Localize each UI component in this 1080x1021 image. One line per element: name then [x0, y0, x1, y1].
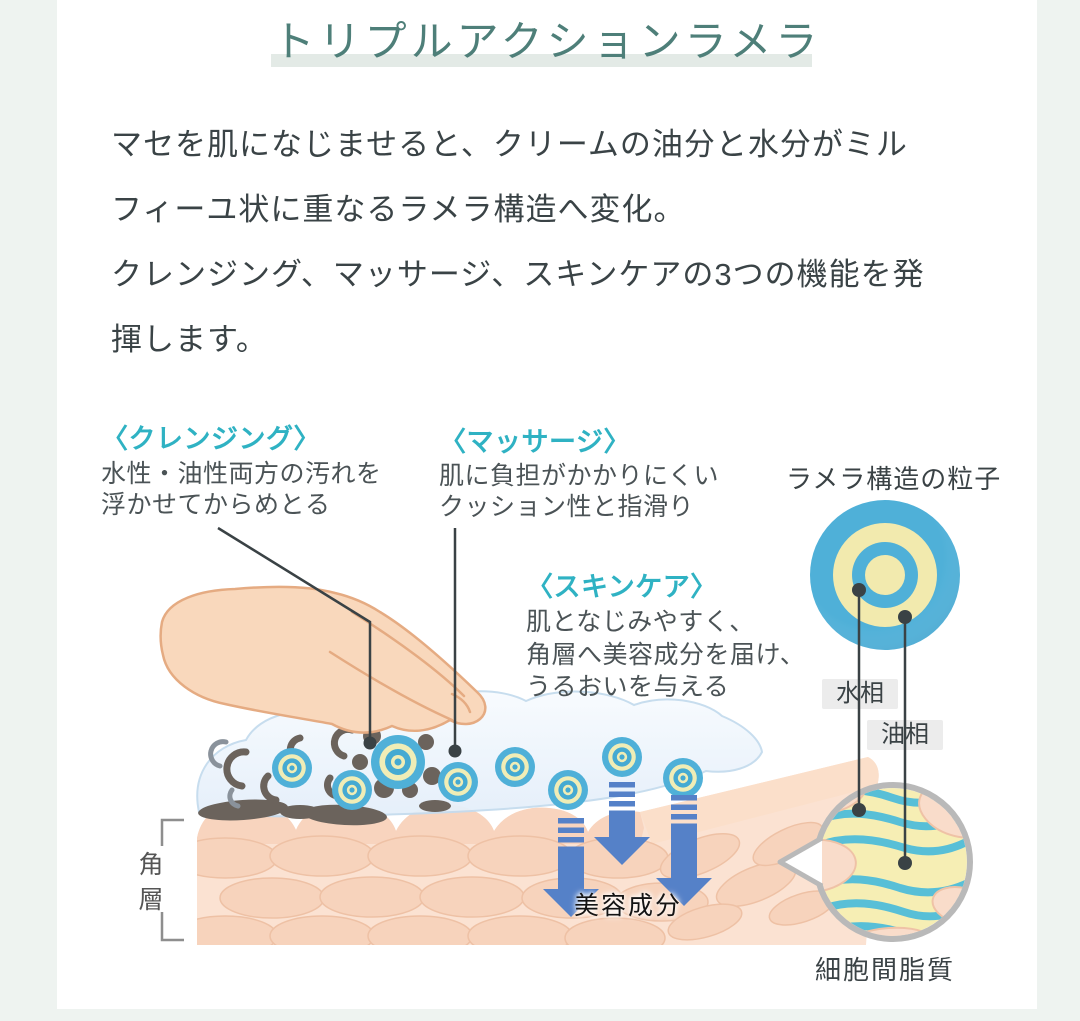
callout-cleansing-heading: 〈クレンジング〉: [101, 424, 321, 454]
lamella-particle-label: ラメラ構造の粒子: [786, 464, 1002, 494]
oil-phase-label: 油相: [881, 721, 929, 748]
callout-connectors: [217, 526, 462, 758]
intercellular-lipid-label: 細胞間脂質: [815, 955, 956, 985]
stratum-bracket: [160, 818, 184, 942]
phase-connectors: [852, 583, 912, 870]
lamella-particle-large: [810, 500, 960, 650]
penetration-arrows: [543, 782, 712, 917]
callout-massage-heading: 〈マッサージ〉: [439, 427, 631, 457]
skin-cross-section: [197, 757, 879, 945]
stratum-corneum-label: 角層: [135, 851, 163, 921]
beauty-ingredient-label: 美容成分: [574, 892, 683, 920]
page-title: トリプルアクションラメラ: [272, 20, 822, 66]
callout-cleansing-body: 水性・油性両方の汚れを 浮かせてからめとる: [101, 460, 382, 519]
dirt-particles: [198, 725, 451, 826]
water-phase-label: 水相: [836, 680, 884, 707]
magnifier-pointer-wedge: [777, 835, 824, 889]
intro-paragraph: マセを肌になじませると、クリームの油分と水分がミル フィーユ状に重なるラメラ構造…: [111, 127, 925, 357]
hand-illustration: [159, 585, 487, 734]
callout-skincare-body: 肌となじみやすく、 角層へ美容成分を届け、 うるおいを与える: [526, 608, 806, 701]
callout-massage-body: 肌に負担がかかりにくい クッション性と指滑り: [439, 462, 720, 521]
callout-skincare-heading: 〈スキンケア〉: [526, 572, 718, 602]
title-underline: [271, 54, 812, 67]
